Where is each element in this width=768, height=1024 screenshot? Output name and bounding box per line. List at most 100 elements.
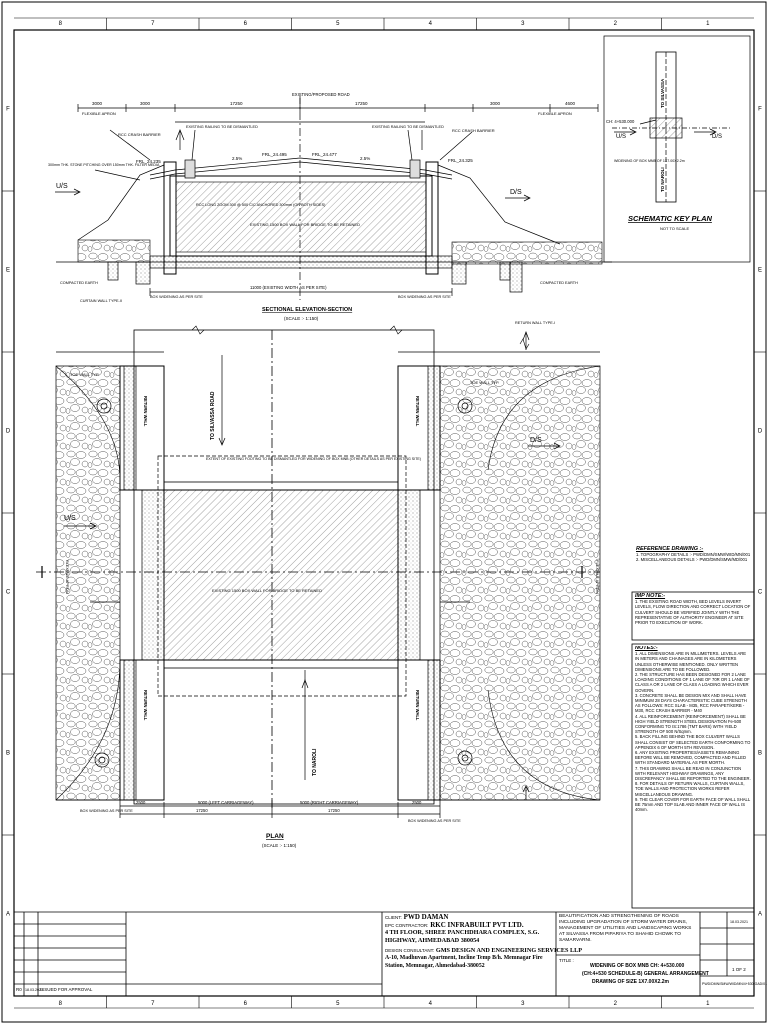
level-label: FRL_24.495: [262, 152, 287, 157]
plan-dim: 2500: [136, 800, 146, 805]
crash-barrier-label: RCC CRASH BARRIER: [452, 128, 495, 133]
key-plan-road: TO SILVASSA: [660, 78, 665, 108]
elevation-labels: 3000 3000 17250 17250 3000 4600 EXISTING…: [48, 92, 578, 325]
wall-label: RETURN WALL: [415, 690, 420, 721]
plan-road-right: TO NAROLI: [312, 748, 318, 776]
stone-pitching-label: 300mm THK. STONE PITCHING OVER 150mm THK…: [48, 163, 160, 167]
plan-box-widening: BOX WIDENING AS PER SITE: [408, 819, 461, 823]
plan-dim: 17250: [328, 808, 340, 813]
level-label: FRL_24.477: [312, 152, 337, 157]
flexible-apron-label: FLEXIBLE APRON: [538, 111, 572, 116]
grid-row-label: E: [6, 268, 10, 274]
client-line: CLIENT: PWD DAMAN: [385, 913, 449, 922]
compacted-earth-label: COMPACTED EARTH: [60, 281, 98, 285]
elevation-dim: 3000: [92, 101, 103, 106]
plan-us: U/S: [64, 515, 76, 522]
wall-label: TOE WALL TYP.: [470, 380, 499, 385]
grid-row-label: B: [6, 751, 10, 757]
grid-row-label: D: [6, 429, 11, 435]
consultant-label: DESIGN CONSULTANT:: [385, 948, 435, 953]
grid-column-label: 1: [706, 21, 710, 27]
plan-flexible-apron: FLEXIBLE APRON: [65, 560, 70, 594]
grid-column-label: 5: [336, 21, 340, 27]
drawing-title-2: (CH:4+530 SCHEDULE-B) GENERAL ARRANGEMEN…: [582, 971, 709, 977]
plan-scale: (SCALE :- 1:150): [262, 843, 297, 848]
epc-label: EPC CONTRACTOR:: [385, 923, 429, 928]
plan-title: PLAN: [266, 833, 284, 840]
revision-description: ISSUED FOR APPROVAL: [40, 987, 93, 992]
drawing-number: PWD/DMN/SMW/WID/MN/4+530/GAD/01: [702, 982, 768, 986]
note-item: 5. BACK FILLING BEHIND THE BOX CULVERT W…: [635, 734, 751, 750]
consultant-address: A-10, Madhuvan Apartment, Incline Temp B…: [385, 955, 543, 969]
grid-column-label: 8: [59, 21, 63, 27]
drawing-title-1: WIDENING OF BOX MNB CH: 4+530.000: [590, 963, 685, 969]
epc-line: EPC CONTRACTOR: RKC INFRABUILT PVT LTD.: [385, 921, 524, 930]
epc-name: RKC INFRABUILT PVT LTD.: [430, 921, 524, 929]
note-item: 4. ALL REINFORCEMENT (REINFORCEMENT) SHA…: [635, 713, 746, 735]
compacted-earth-label: COMPACTED EARTH: [540, 281, 578, 285]
crash-barrier-label: RCC CRASH BARRIER: [118, 132, 161, 137]
imp-note: IMP NOTE:- 1. THE EXISTING ROAD WIDTH, B…: [635, 593, 751, 625]
consultant-name: GMS DESIGN AND ENGINEERING SERVICES LLP: [435, 947, 582, 954]
sectional-elevation: [55, 96, 612, 300]
us-label: U/S: [56, 183, 68, 190]
railing-label: EXISTING RAILING TO BE DISMANTLED: [186, 125, 258, 129]
grid-column-label: 7: [151, 21, 155, 27]
grid-row-label: E: [758, 268, 762, 274]
grid-column-label: 8: [59, 1001, 63, 1007]
return-wall-label: RETURN WALL TYPE-I: [515, 321, 555, 325]
key-plan-title: SCHEMATIC KEY PLAN: [628, 214, 712, 223]
flexible-apron-label: FLEXIBLE APRON: [82, 111, 116, 116]
level-label: FRL_24.235: [136, 159, 161, 164]
sheet-number: 1 OF 2: [732, 967, 746, 972]
curtain-wall-label: CURTAIN WALL TYPE-II: [80, 299, 122, 303]
grid-row-label: F: [758, 107, 762, 113]
key-plan-scale: NOT TO SCALE: [660, 226, 689, 231]
proposed-road-label: EXISTING/PROPOSED ROAD: [292, 92, 350, 97]
elevation-scale: (SCALE :- 1:150): [284, 316, 319, 321]
key-plan-us: U/S: [616, 134, 626, 140]
grid-column-label: 2: [614, 21, 618, 27]
grid-column-label: 7: [151, 1001, 155, 1007]
revision-no: R0: [16, 987, 22, 992]
client-label: CLIENT:: [385, 915, 402, 920]
grid-column-label: 3: [521, 1001, 525, 1007]
grid-row-label: D: [758, 429, 763, 435]
wall-label: RETURN WALL: [415, 396, 420, 427]
notes-title: NOTES:-: [635, 646, 658, 651]
key-plan-widening: WIDENING OF BOX MNB OF 1X7.00X2.2m: [614, 159, 685, 163]
title-label: TITLE :: [559, 958, 574, 963]
key-plan-road: TO NAROLI: [660, 167, 665, 192]
elevation-dim: 17250: [355, 101, 368, 106]
bottom-dim-label: 11000 (EXISTING WIDTH AS PER SITE): [250, 285, 327, 290]
reference-item: 2. MISCELLANEOUS DETAILS :- PWD/DMN/SMW/…: [636, 557, 748, 563]
ds-label: D/S: [510, 189, 522, 196]
elevation-dim: 4600: [565, 101, 576, 106]
grid-column-label: 6: [244, 1001, 248, 1007]
epc-address: 4 TH FLOOR, SHREE PANCHDHARA COMPLEX, S.…: [385, 929, 540, 944]
plan-road-left: TO SILVASSA ROAD: [210, 391, 216, 440]
box-widening-label: BOX WIDENING AS PER SITE: [398, 295, 451, 299]
plan-box-widening: BOX WIDENING AS PER SITE: [80, 809, 133, 813]
grid-column-label: 2: [614, 1001, 618, 1007]
note-item: 2. THE STRUCTURE HAS BEEN DESIGNED FOR 2…: [635, 672, 750, 693]
grid-row-label: A: [6, 912, 10, 918]
reference-drawing: REFERENCE DRAWING :- 1. TOPOGRAPHY DETAI…: [636, 546, 754, 563]
note-item: 1. ALL DIMENSIONS ARE IN MILLIMETERS. LE…: [635, 651, 747, 672]
grid-row-label: B: [758, 751, 762, 757]
box-widening-label: BOX WIDENING AS PER SITE: [150, 295, 203, 299]
issue-date: 18.03.2021: [730, 920, 748, 924]
grid-row-label: C: [758, 590, 763, 596]
key-plan-chainage: CH: 4+530.000: [606, 119, 635, 124]
client-name: PWD DAMAN: [403, 913, 449, 921]
imp-note-title: IMP NOTE:-: [635, 593, 666, 599]
elevation-dim: 3000: [490, 101, 501, 106]
plan-dim: 17250: [196, 808, 208, 813]
schematic-key-plan: [603, 35, 751, 263]
project-description: BEAUTIFICATION AND STRENGTHENING OF ROAD…: [559, 914, 692, 943]
revision-date: 18.03.2021: [25, 988, 43, 992]
note-item: 7. THIS DRAWING SHALL BE READ IN CONJUNC…: [635, 765, 751, 782]
slope-label: 2.5%: [232, 156, 242, 161]
grid-column-label: 1: [706, 1001, 710, 1007]
